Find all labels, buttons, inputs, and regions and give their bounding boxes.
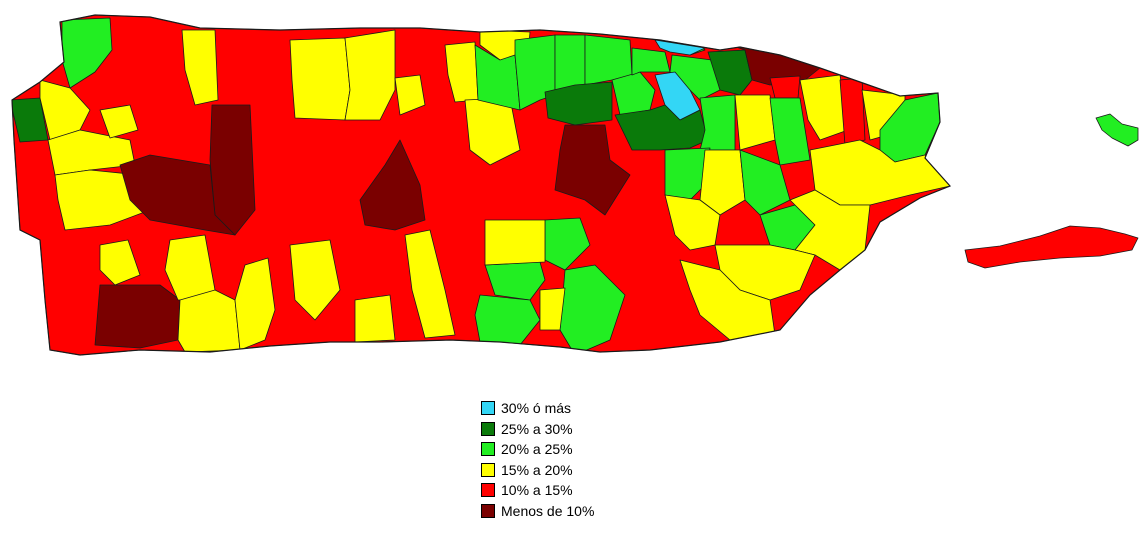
municipio-vieques [964, 225, 1139, 269]
municipio [99, 239, 141, 286]
municipio [699, 149, 746, 216]
municipio [707, 49, 753, 96]
municipio [289, 37, 351, 121]
municipio [394, 74, 426, 116]
legend-label: 25% a 30% [501, 420, 573, 437]
municipio [554, 124, 631, 216]
legend-item-15-20: 15% a 20% [481, 460, 681, 481]
municipio [354, 294, 396, 343]
municipio [289, 239, 341, 321]
municipio [699, 94, 736, 151]
legend-label: 30% ó más [501, 400, 572, 417]
municipio [181, 29, 219, 106]
municipio [119, 154, 236, 236]
municipio [739, 149, 791, 216]
municipio [484, 219, 546, 266]
municipio [209, 104, 256, 236]
legend-swatch [481, 503, 495, 518]
municipio [631, 47, 671, 76]
legend-label: 15% a 20% [501, 461, 573, 478]
legend-label: Menos de 10% [501, 502, 595, 519]
legend-swatch [481, 401, 495, 416]
legend-label: 10% a 15% [501, 482, 573, 499]
island-outline [11, 14, 952, 356]
municipio [99, 104, 139, 139]
municipio [769, 97, 811, 166]
municipio [359, 139, 426, 231]
municipio [799, 74, 849, 141]
municipio [404, 229, 456, 339]
legend-item-25-30: 25% a 30% [481, 419, 681, 440]
legend-swatch [481, 462, 495, 477]
legend-item-20-25: 20% a 25% [481, 439, 681, 460]
legend-swatch [481, 483, 495, 498]
municipio [94, 284, 181, 349]
municipio [539, 287, 566, 331]
main-island [11, 14, 952, 356]
municipio-culebra [1095, 113, 1139, 147]
municipio [234, 257, 276, 351]
legend-label: 20% a 25% [501, 441, 573, 458]
municipio [769, 75, 801, 99]
legend: 30% ó más 25% a 30% 20% a 25% 15% a 20% … [481, 398, 681, 521]
municipio [734, 94, 776, 151]
choropleth-map [11, 14, 1139, 356]
legend-item-30-plus: 30% ó más [481, 398, 681, 419]
municipio [177, 289, 241, 353]
legend-swatch [481, 421, 495, 436]
municipio [664, 147, 711, 201]
legend-item-under-10: Menos de 10% [481, 501, 681, 522]
municipio [344, 29, 396, 121]
legend-item-10-15: 10% a 15% [481, 480, 681, 501]
legend-swatch [481, 442, 495, 457]
municipio [544, 81, 613, 126]
